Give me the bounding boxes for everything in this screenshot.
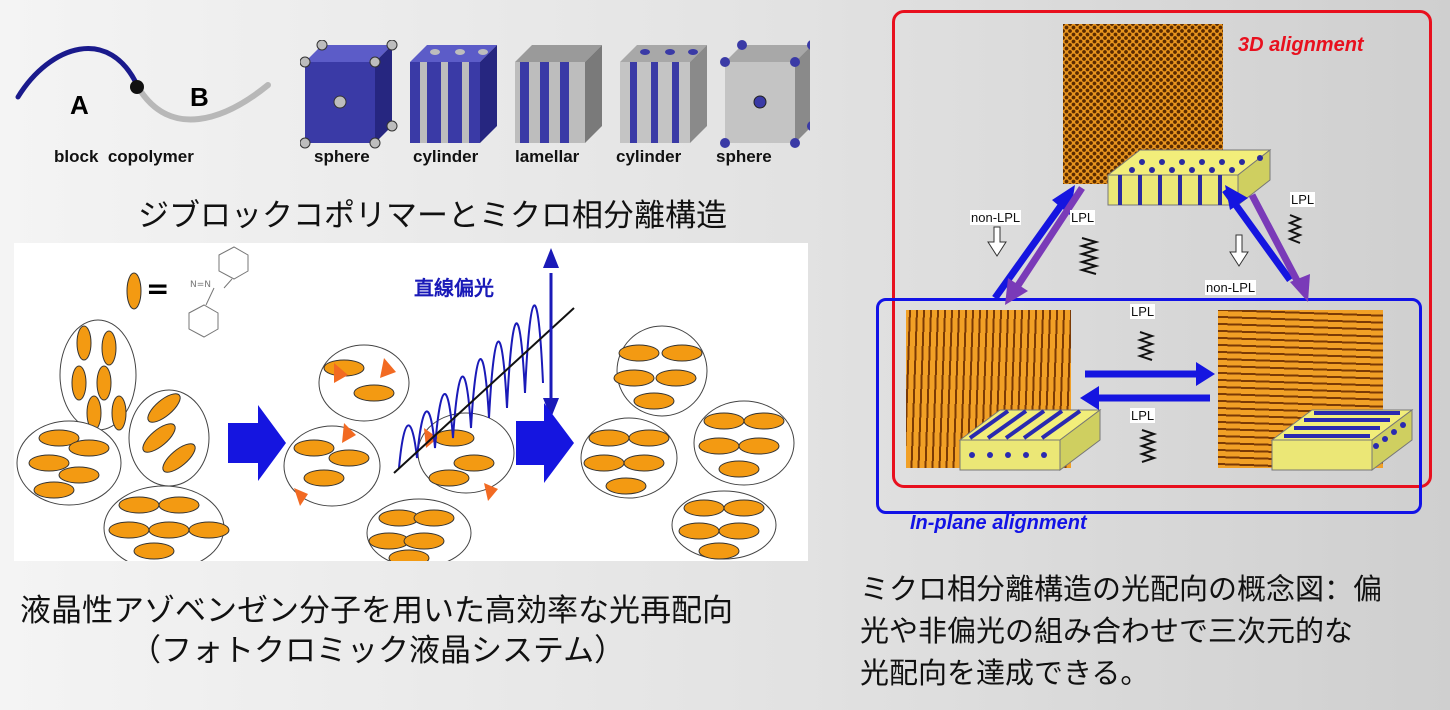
label-lpl-left: LPL — [1070, 210, 1096, 225]
label-non-lpl-right: non-LPL — [1205, 280, 1257, 295]
morphology-cubes — [300, 40, 810, 149]
label-lpl-right: LPL — [1290, 192, 1316, 207]
label-lpl-mid-bottom: LPL — [1130, 408, 1156, 423]
label-lpl-mid-top: LPL — [1130, 304, 1156, 319]
film-3d — [1106, 148, 1272, 207]
morph-label-4: cylinder — [616, 147, 682, 166]
cube-cylinder-grey — [620, 45, 707, 143]
polarized-wave — [398, 304, 544, 469]
concept-drawing — [958, 148, 1414, 471]
film-inplane-right — [1270, 409, 1414, 471]
caption-right-line1: ミクロ相分離構造の光配向の概念図：偏 — [860, 572, 1383, 606]
process-arrow-1 — [228, 405, 286, 481]
frame-3d — [892, 10, 1432, 488]
photo-panel-drawing — [16, 246, 795, 561]
morph-label-1: sphere — [314, 147, 370, 166]
film-inplane-left — [958, 409, 1102, 471]
process-arrow-2 — [516, 403, 574, 483]
junction-point — [130, 80, 144, 94]
morph-label-3: lamellar — [515, 147, 580, 166]
azo-molecule-icon — [126, 246, 249, 338]
light-label: 直線偏光 — [414, 276, 494, 300]
morph-label-2: cylinder — [413, 147, 479, 166]
azo-equals: = — [146, 272, 170, 305]
caption-right-line2: 光や非偏光の組み合わせで三次元的な — [860, 614, 1354, 648]
morph-label-5: sphere — [716, 147, 772, 166]
label-inplane-alignment: In-plane alignment — [910, 512, 1087, 534]
block-a-label: A — [70, 90, 89, 120]
caption-bottom-line1: 液晶性アゾベンゼン分子を用いた高効率な光再配向 — [20, 593, 733, 629]
azo-n-label: N=N — [190, 280, 212, 290]
caption-bottom-line2: （フォトクロミック液晶システム） — [130, 633, 626, 669]
propagation-axis — [393, 307, 575, 474]
label-3d-alignment: 3D alignment — [1238, 34, 1364, 56]
cube-sphere-blue — [300, 40, 398, 149]
cube-lamellar — [515, 45, 602, 143]
cube-cylinder-blue — [410, 45, 497, 143]
frame-inplane — [876, 298, 1422, 514]
caption-right-line3: 光配向を達成できる。 — [860, 656, 1150, 690]
block-copolymer-caption: block copolymer — [54, 147, 194, 166]
caption-top: ジブロックコポリマーとミクロ相分離構造 — [138, 198, 727, 234]
block-b-label: B — [190, 82, 209, 112]
cube-sphere-grey — [720, 40, 810, 148]
block-copolymer-chain — [15, 46, 271, 123]
label-non-lpl-left: non-LPL — [970, 210, 1022, 225]
